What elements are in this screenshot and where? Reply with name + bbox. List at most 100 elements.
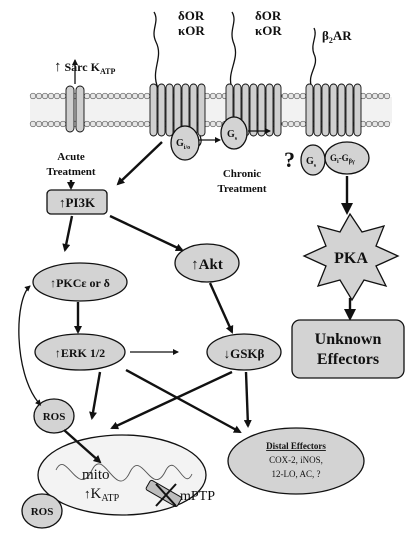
lipid-head [113, 92, 121, 100]
lipid-head [95, 92, 103, 100]
lipid-head [53, 92, 61, 100]
lipid-head [119, 120, 127, 128]
opioid-receptor-left [149, 11, 206, 148]
gs-mid-label: Gs [227, 129, 238, 142]
receptor-mid-line2: κOR [255, 23, 282, 38]
chronic-label-line1: Chronic [223, 168, 261, 180]
lipid-head [287, 92, 295, 100]
mptp-label: mPTP [180, 489, 215, 504]
pka-starburst [302, 212, 400, 302]
lipid-head [53, 120, 61, 128]
ros-upper-node [33, 398, 75, 434]
arrow-gsk-to-distal [243, 371, 252, 428]
pka-label: PKA [334, 250, 368, 267]
lipid-head [101, 120, 109, 128]
lipid-head [293, 120, 301, 128]
akt-label: ↑Akt [191, 257, 223, 273]
lipid-head [59, 120, 67, 128]
lipid-head [29, 120, 37, 128]
gio-protein [170, 125, 200, 161]
acute-label-line2: Treatment [46, 166, 95, 178]
lipid-head [371, 120, 379, 128]
lipid-head [143, 92, 151, 100]
lipid-head [137, 92, 145, 100]
lipid-head [59, 92, 67, 100]
mito-label: mito [82, 467, 110, 483]
lipid-head [95, 120, 103, 128]
beta2ar-label: β2AR [322, 28, 352, 45]
unknown-effectors-node [291, 319, 405, 379]
lipid-head [101, 92, 109, 100]
beta2-adrenergic-receptor [305, 27, 362, 137]
gs-right-label: Gs [306, 156, 317, 169]
arrow-erk-to-mito [89, 371, 102, 420]
lipid-head [209, 120, 217, 128]
lipid-head [137, 120, 145, 128]
arrow-pi3k-to-pkc [62, 215, 74, 252]
lipid-head [287, 120, 295, 128]
acute-label-line1: Acute [57, 151, 85, 163]
arrow-ros-to-mito [63, 429, 102, 464]
lipid-head [209, 92, 217, 100]
arrow-pi3k-to-akt [109, 214, 184, 252]
gi-gbg-protein [324, 141, 370, 175]
pi3k-node [46, 189, 108, 215]
distal-line1: COX-2, iNOS, [269, 455, 323, 465]
lipid-head [47, 120, 55, 128]
pkc-label: ↑PKCε or δ [50, 276, 110, 290]
sarc-katp-label: ↑Sarc KATP [54, 59, 115, 76]
lipid-head [29, 92, 37, 100]
receptor-left-line1: δOR [178, 8, 205, 23]
ros-lower-label: ROS [31, 506, 54, 518]
lipid-head [281, 120, 289, 128]
lipid-head [365, 92, 373, 100]
lipid-head [107, 92, 115, 100]
mito-katp-label: ↑KATP [84, 486, 120, 504]
distal-title: Distal Effectors [266, 441, 326, 451]
lipid-head [113, 120, 121, 128]
lipid-head [47, 92, 55, 100]
question-mark: ? [284, 147, 295, 172]
lipid-head [35, 92, 43, 100]
lipid-head [299, 120, 307, 128]
lipid-head [89, 92, 97, 100]
lipid-head [125, 92, 133, 100]
gs-protein-mid [220, 116, 248, 150]
lipid-head [83, 92, 91, 100]
lipid-head [131, 92, 139, 100]
lipid-head [83, 120, 91, 128]
unknown-effectors-line1: Unknown [315, 331, 382, 348]
gio-label: Gi/o [176, 138, 190, 151]
lipid-head [215, 92, 223, 100]
lipid-head [215, 120, 223, 128]
pkc-node [32, 262, 128, 302]
lipid-head [143, 120, 151, 128]
unknown-effectors-line2: Effectors [317, 351, 379, 368]
arrow-gsk-to-mito [110, 370, 233, 430]
lipid-head [383, 120, 391, 128]
ros-upper-label: ROS [43, 411, 66, 423]
erk-label: ↑ERK 1/2 [55, 346, 105, 360]
lipid-head [383, 92, 391, 100]
lipid-head [281, 92, 289, 100]
lipid-head [377, 92, 385, 100]
sarc-katp-channel [65, 85, 85, 133]
lipid-head [41, 120, 49, 128]
ros-lower-node [21, 493, 63, 529]
gsk-label: ↓GSKβ [224, 346, 265, 361]
gsk-node [206, 333, 282, 371]
lipid-head [107, 120, 115, 128]
arrow-receptor-to-pi3k [116, 141, 163, 186]
lipid-head [371, 92, 379, 100]
receptor-mid-line1: δOR [255, 8, 282, 23]
arrow-ros-pkc-loop [18, 285, 42, 406]
receptor-left-line2: κOR [178, 23, 205, 38]
lipid-head [119, 92, 127, 100]
lipid-head [299, 92, 307, 100]
mptp-block-line-2 [155, 483, 177, 507]
pi3k-label: ↑PI3K [59, 195, 96, 210]
mptp-channel [145, 479, 182, 507]
arrow-erk-to-distal [125, 368, 242, 434]
lipid-head [35, 120, 43, 128]
